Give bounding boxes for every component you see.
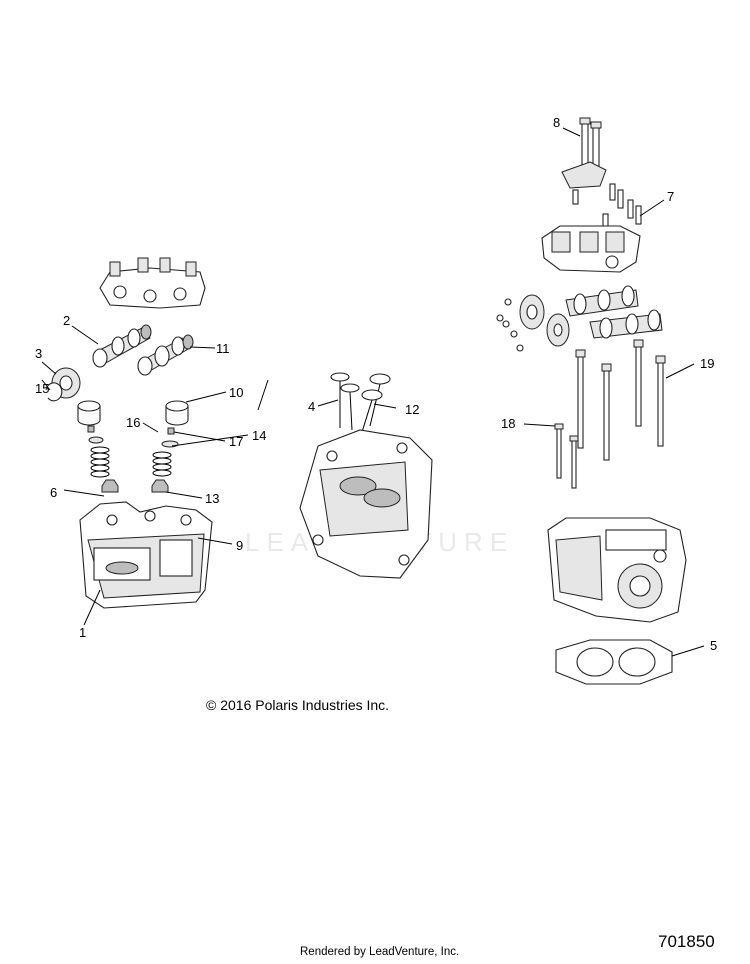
cam-carrier-illustration-right [541,225,641,273]
callout-1: 1 [79,625,86,640]
callout-7: 7 [667,189,674,204]
head-gasket-illustration [555,639,673,685]
bolt-illustration-18 [554,423,579,489]
camshaft-illustration-2 [137,334,194,376]
diagram-number: 701850 [658,932,715,951]
valve-seal-illustration [101,479,169,493]
cylinder-head-bottom-illustration [299,429,433,579]
leader-lines-left [41,325,269,626]
callout-11: 11 [216,341,230,356]
callout-13: 13 [205,491,219,506]
callout-10: 10 [229,385,243,400]
valve-illustration [330,372,391,433]
leader-lines-right [523,127,705,657]
camshaft-illustration-right [565,285,663,339]
callout-labels: 1 2 3 4 5 6 7 8 9 10 11 12 13 14 15 16 1… [35,115,717,653]
callout-8: 8 [553,115,560,130]
leader-lines-middle [317,399,397,409]
bolt-illustration-7 [561,161,642,233]
cam-gear-illustration [496,294,570,352]
camshaft-illustration [92,324,152,368]
callout-15: 15 [35,381,49,396]
callout-19: 19 [700,356,714,371]
callout-14: 14 [252,428,266,443]
callout-18: 18 [501,416,515,431]
callout-4: 4 [308,399,315,414]
valve-spring-illustration [90,446,172,478]
callout-5: 5 [710,638,717,653]
cam-sprocket-illustration [45,367,81,402]
callout-3: 3 [35,346,42,361]
rendered-by-credit: Rendered by LeadVenture, Inc. [300,946,460,958]
cam-carrier-illustration [99,257,206,309]
callout-6: 6 [50,485,57,500]
callout-16: 16 [126,415,140,430]
valve-bucket-illustration [77,400,189,426]
bolt-illustration-19 [575,339,666,461]
callout-2: 2 [63,313,70,328]
callout-12: 12 [405,402,419,417]
callout-9: 9 [236,538,243,553]
cylinder-head-assembly-illustration [547,517,687,623]
copyright-notice: © 2016 Polaris Industries Inc. [206,697,390,713]
cylinder-head-illustration [79,501,213,609]
callout-17: 17 [229,434,243,449]
